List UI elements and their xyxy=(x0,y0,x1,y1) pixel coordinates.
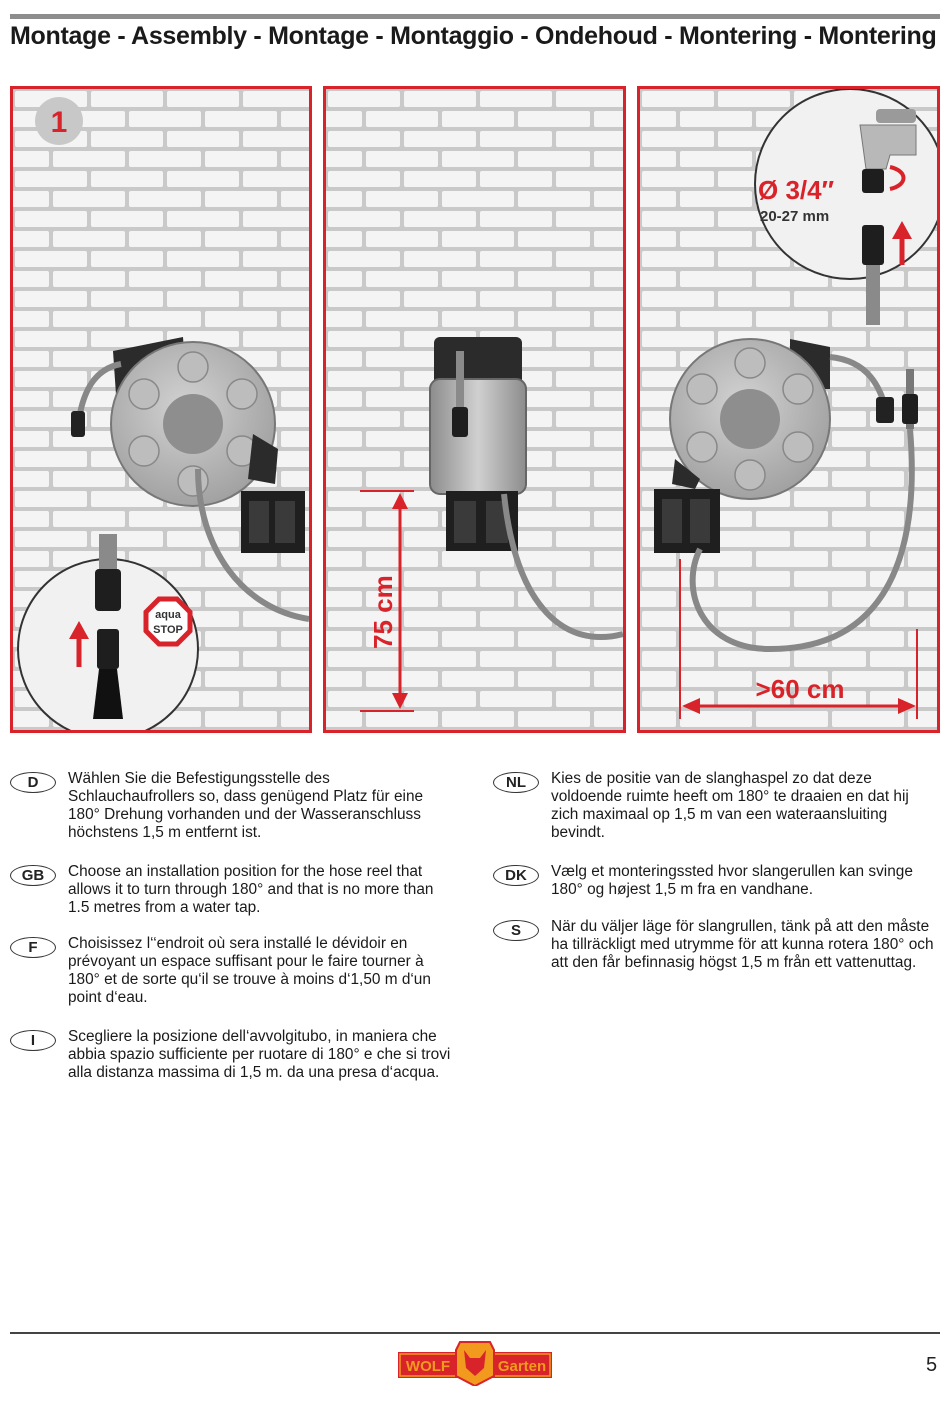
brand-right: Garten xyxy=(498,1358,546,1375)
lang-badge-d: D xyxy=(10,772,56,793)
thread-label: Ø 3/4″ xyxy=(758,175,834,205)
height-label: 75 cm xyxy=(368,575,398,649)
page-title: Montage - Assembly - Montage - Montaggio… xyxy=(10,22,937,50)
aqua-stop-line1: aqua xyxy=(155,609,182,621)
lang-text-gb: Choose an installation position for the … xyxy=(68,863,434,916)
illustration-reel-connection: >60 cm Ø 3/4″ 20-27 mm xyxy=(640,89,937,730)
lang-badge-f: F xyxy=(10,937,56,958)
panel-reel-side-view: 1 aqua STOP xyxy=(10,86,312,733)
thread-range: 20-27 mm xyxy=(760,208,829,225)
lang-text-dk: Vælg et monteringssted hvor slangerullen… xyxy=(551,863,913,898)
lang-badge-s: S xyxy=(493,920,539,941)
illustration-reel-side: 1 aqua STOP xyxy=(13,89,309,730)
distance-label: >60 cm xyxy=(756,674,845,704)
lang-badge-nl: NL xyxy=(493,772,539,793)
lang-text-d: Wählen Sie die Befestigungsstelle des Sc… xyxy=(68,770,424,841)
top-rule xyxy=(10,14,940,19)
lang-text-s: När du väljer läge för slangrullen, tänk… xyxy=(551,918,934,971)
bottom-rule xyxy=(10,1332,940,1334)
panel-reel-connection: >60 cm Ø 3/4″ 20-27 mm xyxy=(637,86,940,733)
wolf-garten-logo: WOLF Garten xyxy=(398,1341,552,1386)
aqua-stop-line2: STOP xyxy=(153,624,183,636)
lang-badge-i: I xyxy=(10,1030,56,1051)
lang-text-nl: Kies de positie van de slanghaspel zo da… xyxy=(551,770,909,841)
lang-text-i: Scegliere la posizione dell‘avvolgitubo,… xyxy=(68,1028,451,1081)
illustration-reel-height: 75 cm xyxy=(326,89,623,730)
lang-badge-gb: GB xyxy=(10,865,56,886)
step-number: 1 xyxy=(51,106,68,139)
brand-left: WOLF xyxy=(406,1358,450,1375)
lang-badge-dk: DK xyxy=(493,865,539,886)
page-number: 5 xyxy=(926,1354,938,1376)
panel-reel-height: 75 cm xyxy=(323,86,626,733)
lang-text-f: Choisissez l‘‘endroit où sera installé l… xyxy=(68,935,431,1006)
